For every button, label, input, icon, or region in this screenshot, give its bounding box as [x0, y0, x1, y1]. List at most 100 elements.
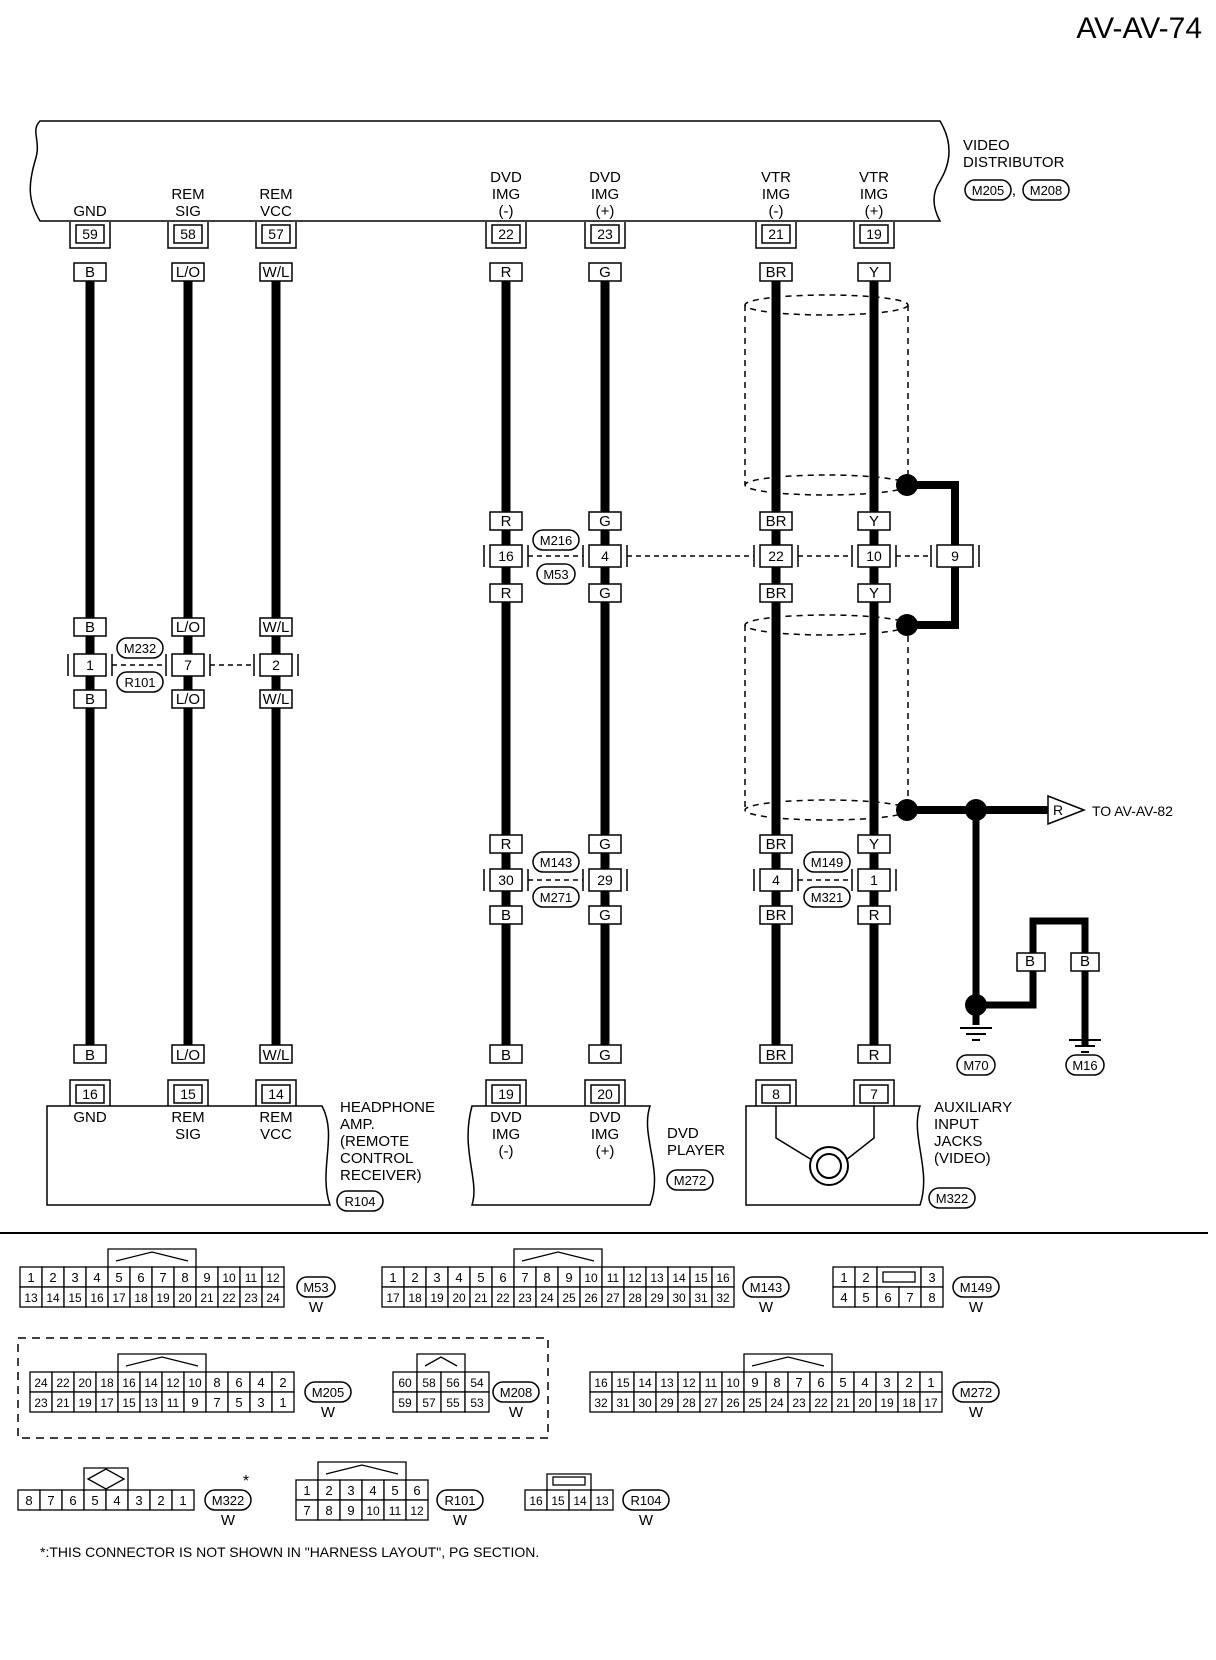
connector-M272 — [666, 1169, 714, 1191]
face-M205-pin: 1 — [279, 1395, 286, 1410]
face-R104-pin: 15 — [551, 1494, 565, 1508]
wire-color: Y — [869, 264, 879, 281]
wire-color: BR — [766, 836, 787, 853]
wire-color: L/O — [176, 1047, 200, 1064]
signal-label: REM — [171, 186, 204, 203]
wire-color: Y — [869, 836, 879, 853]
terminal-pin: 59 — [82, 226, 98, 242]
wire-label-bg — [73, 262, 107, 282]
headphone-amp-label: CONTROL — [340, 1150, 413, 1167]
face-R101-pin: 2 — [325, 1483, 332, 1498]
face-M205-pin: 2 — [279, 1375, 286, 1390]
face-M208-label-color: W — [509, 1404, 524, 1421]
face-M272-pin: 16 — [594, 1376, 608, 1390]
face-M149-label — [952, 1276, 1000, 1298]
face-M53-pin: 22 — [222, 1291, 236, 1305]
wire-color: B — [501, 907, 511, 924]
wire-color: G — [599, 836, 611, 853]
face-M272-pin: 30 — [638, 1396, 652, 1410]
wire-label-bg — [759, 1044, 793, 1064]
wire-color: R — [501, 513, 512, 530]
connector-M16-label: M16 — [1072, 1058, 1097, 1073]
face-M53-pin: 11 — [245, 1271, 258, 1285]
wire-color: W/L — [263, 691, 290, 708]
signal-label: IMG — [860, 186, 888, 203]
headphone-amp-label: RECEIVER) — [340, 1167, 422, 1184]
diagram-shapes — [17, 179, 1105, 1521]
face-M272-tab-mark — [751, 1356, 825, 1367]
face-M53-pin: 20 — [178, 1291, 192, 1305]
wire-label-bg — [489, 583, 523, 603]
splice-dot — [896, 474, 918, 496]
face-M143-pin: 13 — [650, 1271, 664, 1285]
terminal-box — [75, 1084, 105, 1104]
wire-color: L/O — [176, 691, 200, 708]
face-M205-pin: 22 — [56, 1376, 70, 1390]
face-M272-pin: 1 — [927, 1375, 934, 1390]
dvd-player-label: PLAYER — [667, 1142, 725, 1159]
face-R101-pin: 8 — [325, 1503, 332, 1518]
aux-jacks-label: (VIDEO) — [934, 1150, 991, 1167]
face-M205-label — [304, 1381, 352, 1403]
wire-color: G — [599, 907, 611, 924]
face-M322-tab-mark — [86, 1468, 126, 1490]
shield-ellipse — [744, 799, 909, 821]
face-M53-pin: 1 — [27, 1270, 34, 1285]
terminal-box — [261, 224, 291, 244]
shield-ellipse — [744, 614, 909, 636]
face-M322-label — [204, 1489, 252, 1511]
face-M272-pin: 13 — [660, 1376, 674, 1390]
wire-color: B — [85, 264, 95, 281]
face-M208-pin: 54 — [470, 1376, 484, 1390]
face-M143-pin: 31 — [694, 1291, 708, 1305]
face-M143-pin: 26 — [584, 1291, 598, 1305]
face-R101-pin: 10 — [366, 1504, 380, 1518]
headphone-amp-label: AMP. — [340, 1116, 375, 1133]
wire-label-bg — [857, 905, 891, 925]
face-M205-label-label: M205 — [312, 1385, 345, 1400]
terminal-pin: 16 — [498, 548, 514, 564]
face-M149-label-label: M149 — [960, 1280, 993, 1295]
face-M53-pin: 10 — [222, 1271, 236, 1285]
wire-label-bg — [588, 583, 622, 603]
signal-label: (-) — [499, 203, 514, 220]
connector-M205 — [964, 179, 1012, 201]
wire-label-bg — [171, 689, 205, 709]
terminal-pin: 8 — [772, 1086, 780, 1102]
face-M205-pin: 14 — [144, 1376, 158, 1390]
face-M205-pin: 6 — [235, 1375, 242, 1390]
face-M272-pin: 7 — [795, 1375, 802, 1390]
splice-dot — [896, 614, 918, 636]
face-M205-pin: 8 — [213, 1375, 220, 1390]
signal-label: (+) — [596, 203, 615, 220]
pin-label: (-) — [499, 1143, 514, 1160]
face-M205-tab — [117, 1353, 207, 1372]
face-M143-pin: 21 — [474, 1291, 488, 1305]
wire-label-bg — [857, 834, 891, 854]
face-M149-pin: 5 — [862, 1290, 869, 1305]
arrow-target: TO AV-AV-82 — [1092, 803, 1173, 819]
face-M272-pin: 17 — [924, 1396, 938, 1410]
face-M208-pin: 57 — [422, 1396, 436, 1410]
face-M149-key — [882, 1271, 916, 1283]
face-R104-pin: 14 — [573, 1494, 587, 1508]
terminal-box — [173, 1084, 203, 1104]
wire-label-bg — [759, 511, 793, 531]
wire-label-bg — [259, 262, 293, 282]
face-M53-pin: 3 — [71, 1270, 78, 1285]
face-M143-pin: 20 — [452, 1291, 466, 1305]
terminal-pin: 22 — [498, 226, 514, 242]
wire-color: B — [501, 1047, 511, 1064]
signal-label: IMG — [762, 186, 790, 203]
terminal-pin: 1 — [86, 657, 94, 673]
connector-M70 — [956, 1054, 996, 1076]
connector-M232-label: M232 — [124, 641, 157, 656]
face-M205-pin: 9 — [191, 1395, 198, 1410]
face-M143-pin: 12 — [628, 1271, 642, 1285]
wire-label-bg — [857, 1044, 891, 1064]
face-M53-pin: 17 — [112, 1291, 126, 1305]
aux-jacks-label: JACKS — [934, 1133, 982, 1150]
face-M205-pin: 10 — [188, 1376, 202, 1390]
wire-label-bg — [489, 511, 523, 531]
